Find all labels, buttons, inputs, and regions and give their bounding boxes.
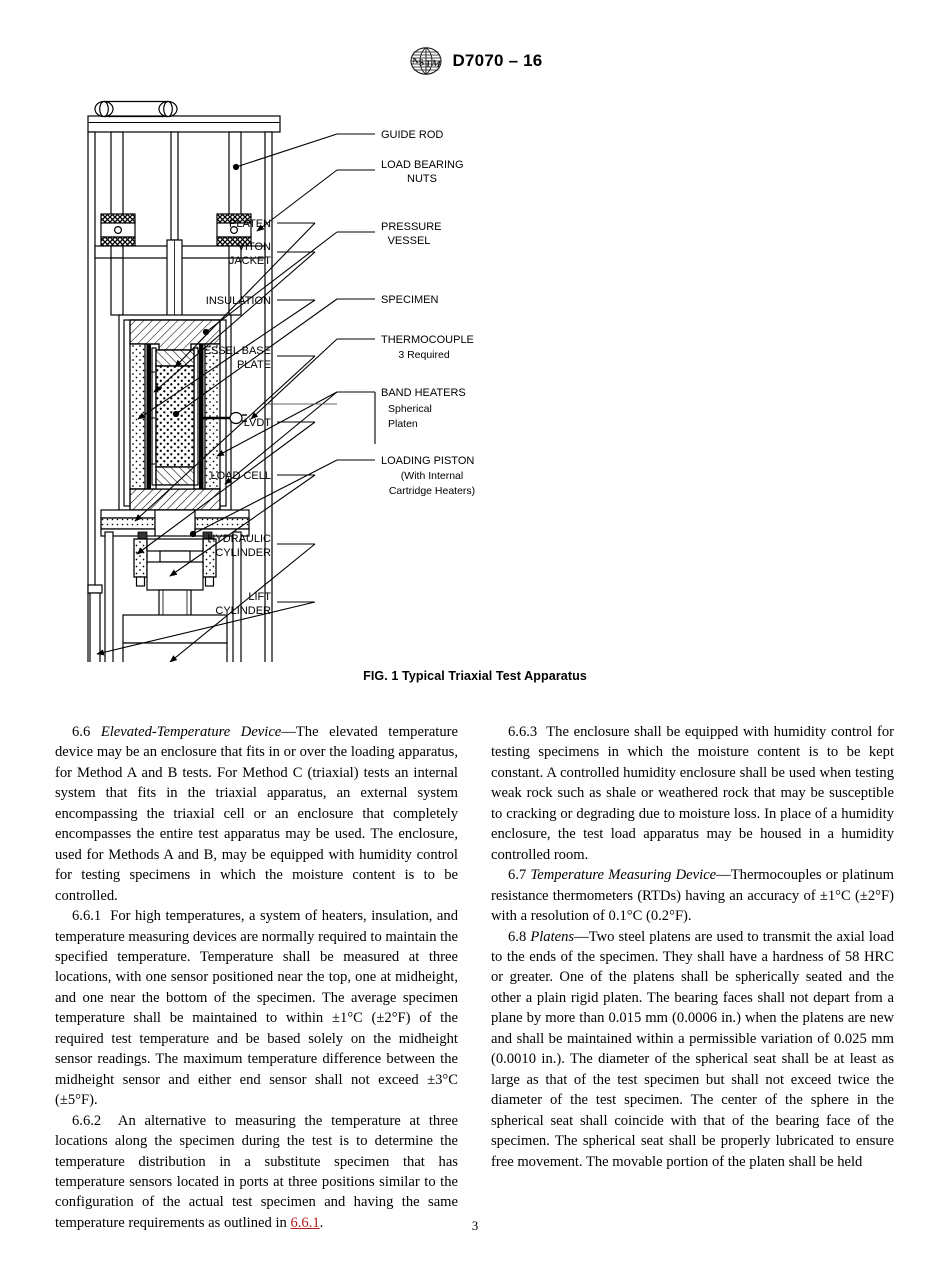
cross-reference-6-6-1[interactable]: 6.6.1 xyxy=(290,1214,320,1231)
label-specimen: SPECIMEN xyxy=(381,294,439,306)
label-thermocouple-line1: THERMOCOUPLE xyxy=(381,334,474,346)
vessel-base-hatched xyxy=(129,484,221,511)
section-number-6-8: 6.8 xyxy=(508,928,527,945)
label-thermocouple-line2: 3 Required xyxy=(398,349,450,361)
left-column: 6.6 Elevated-Temperature Device—The elev… xyxy=(55,722,458,1233)
body-columns: 6.6 Elevated-Temperature Device—The elev… xyxy=(55,722,895,1233)
section-body-6-7: —Thermocouples or platinum resistance th… xyxy=(491,867,894,925)
label-load-bearing-nuts-line2: NUTS xyxy=(407,173,437,185)
lift-cylinder-rods xyxy=(87,531,242,662)
loading-piston-rod xyxy=(166,239,183,319)
band-heaters xyxy=(146,344,204,489)
label-platen: PLATEN xyxy=(229,218,271,230)
lvdt-assembly xyxy=(133,538,217,587)
label-vessel-base-plate-line1: VESSEL BASE xyxy=(196,345,271,357)
label-viton-jacket-line2: JACKET xyxy=(229,255,271,267)
label-loading-piston-line3: Cartridge Heaters) xyxy=(389,485,475,497)
label-pressure-vessel-line2: VESSEL xyxy=(388,235,431,247)
right-column: 6.6.3 The enclosure shall be equipped wi… xyxy=(491,722,894,1233)
hydraulic-cylinder-body xyxy=(122,614,228,662)
section-term-6-7: Temperature Measuring Device xyxy=(530,867,717,884)
paragraph-6-8: 6.8 Platens—Two steel platens are used t… xyxy=(491,927,894,1172)
label-insulation: INSULATION xyxy=(206,295,271,307)
load-cell-assembly xyxy=(146,538,204,591)
section-number-6-7: 6.7 xyxy=(508,867,527,884)
astm-logo-icon: A S T M xyxy=(410,47,442,75)
label-load-cell: LOAD CELL xyxy=(210,470,271,482)
label-hydraulic-cylinder-line1: HYDRAULIC xyxy=(207,533,271,545)
page-header: A S T M D7070 – 16 xyxy=(0,46,950,76)
thermocouple-port xyxy=(150,371,247,465)
figure-1: PLATEN VITON JACKET INSULATION VESSEL BA… xyxy=(0,92,950,662)
label-loading-piston-line2: (With Internal xyxy=(401,470,463,482)
label-vessel-base-plate-line2: PLATE xyxy=(237,359,271,371)
load-bearing-nuts-assembly xyxy=(100,213,252,247)
label-lift-cylinder-line2: CYLINDER xyxy=(215,605,271,617)
vessel-base-plate xyxy=(100,509,250,537)
label-guide-rod: GUIDE ROD xyxy=(381,129,443,141)
paragraph-6-6: 6.6 Elevated-Temperature Device—The elev… xyxy=(55,722,458,906)
paragraph-6-6-2: 6.6.2 An alternative to measuring the te… xyxy=(55,1111,458,1234)
label-lift-cylinder-line1: LIFT xyxy=(248,591,271,603)
label-load-bearing-nuts-line1: LOAD BEARING xyxy=(381,159,464,171)
label-lvdt: LVDT xyxy=(244,417,272,429)
section-number-6-6-2: 6.6.2 xyxy=(72,1112,102,1129)
triaxial-apparatus-drawing: PLATEN VITON JACKET INSULATION VESSEL BA… xyxy=(87,100,475,662)
label-spherical-platen-line2: Platen xyxy=(388,418,418,430)
section-body-6-6: —The elevated temperature device may be … xyxy=(55,724,458,904)
label-spherical-platen-line1: Spherical xyxy=(388,403,432,415)
right-label-group xyxy=(172,133,376,538)
label-loading-piston-line1: LOADING PISTON xyxy=(381,455,474,467)
section-term-6-6: Elevated-Temperature Device xyxy=(100,724,282,740)
section-body-6-6-2-after: . xyxy=(319,1214,324,1231)
top-crossbeam xyxy=(87,100,281,133)
label-hydraulic-cylinder-line2: CYLINDER xyxy=(215,547,271,559)
label-pressure-vessel-line1: PRESSURE xyxy=(381,221,442,233)
section-body-6-8: —Two steel platens are used to transmit … xyxy=(491,928,894,1170)
label-band-heaters: BAND HEATERS xyxy=(381,387,466,399)
upper-platen xyxy=(155,349,195,367)
section-term-6-8: Platens xyxy=(530,928,575,945)
lower-platen xyxy=(155,466,195,486)
standard-designation: D7070 – 16 xyxy=(452,51,543,70)
paragraph-6-6-3: 6.6.3 The enclosure shall be equipped wi… xyxy=(491,722,894,865)
svg-text:A: A xyxy=(410,55,419,67)
section-number-6-6-1: 6.6.1 xyxy=(72,908,102,925)
section-number-6-6-3: 6.6.3 xyxy=(508,724,538,740)
page-number: 3 xyxy=(471,1218,479,1233)
section-body-6-6-3: The enclosure shall be equipped with hum… xyxy=(491,724,894,863)
svg-text:M: M xyxy=(430,58,441,70)
frame-posts xyxy=(87,131,273,662)
section-body-6-6-2-before: An alternative to measuring the temperat… xyxy=(55,1112,458,1231)
paragraph-6-6-1: 6.6.1 For high temperatures, a system of… xyxy=(55,906,458,1111)
svg-text:T: T xyxy=(424,58,431,68)
section-body-6-6-1: For high temperatures, a system of heate… xyxy=(55,908,458,1109)
lower-columns xyxy=(110,257,242,316)
section-number-6-6: 6.6 xyxy=(72,724,91,740)
left-label-group xyxy=(96,222,316,662)
paragraph-6-7: 6.7 Temperature Measuring Device—Thermoc… xyxy=(491,865,894,926)
svg-text:S: S xyxy=(418,57,424,67)
upper-center-rod xyxy=(170,131,179,241)
figure-caption: FIG. 1 Typical Triaxial Test Apparatus xyxy=(363,669,587,683)
label-viton-jacket-line1: VITON xyxy=(238,241,271,253)
